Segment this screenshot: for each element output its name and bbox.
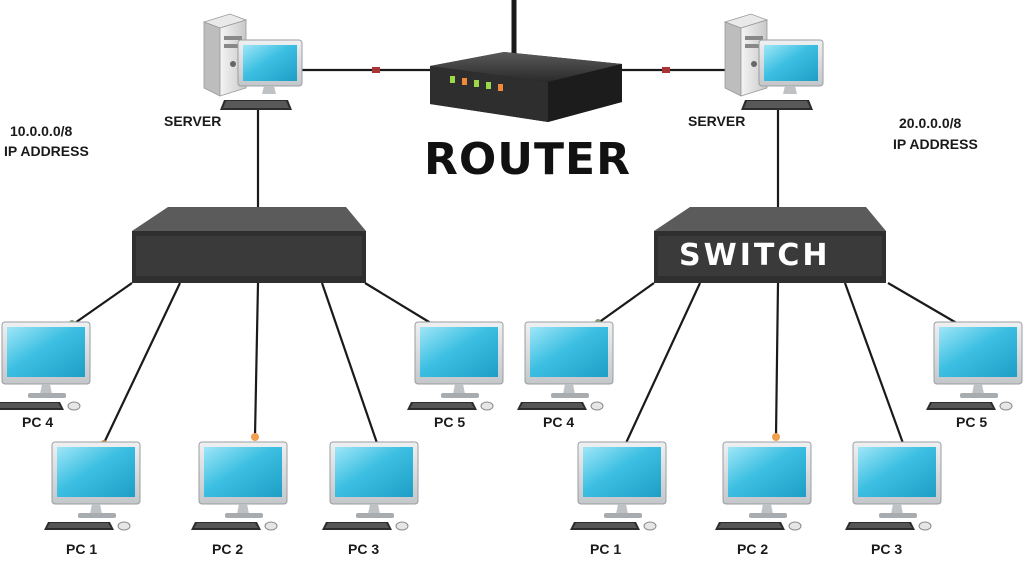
right-pc3-icon <box>844 441 942 531</box>
right-server-icon <box>724 13 824 111</box>
right-pc5-label: PC 5 <box>956 414 988 430</box>
left-pc5-icon <box>406 321 504 411</box>
right-pc2-icon <box>714 441 812 531</box>
router-leds <box>450 76 503 91</box>
cable-left-pc4 <box>71 282 133 326</box>
right-pc4-icon <box>516 321 614 411</box>
left-switch <box>132 207 366 283</box>
left-pc1-label: PC 1 <box>66 541 98 557</box>
left-pc4-label: PC 4 <box>22 414 54 430</box>
cable-right-pc5 <box>887 282 961 326</box>
cable-right-pc2 <box>774 282 780 437</box>
left-pc3-icon <box>321 441 419 531</box>
left-pc2-icon <box>190 441 288 531</box>
left-server-icon <box>203 13 303 111</box>
cables <box>71 0 961 447</box>
connector-dot <box>772 433 780 441</box>
connector-dot <box>251 433 259 441</box>
right-pc2-label: PC 2 <box>737 541 769 557</box>
left-pc2-label: PC 2 <box>212 541 244 557</box>
connector-dot <box>372 67 380 73</box>
right-ip-caption: IP ADDRESS <box>893 136 978 152</box>
right-pc5-icon <box>925 321 1023 411</box>
right-switch-label: SWITCH <box>679 238 831 273</box>
cable-left-pc2 <box>253 282 260 437</box>
cable-left-pc5 <box>364 282 435 326</box>
right-pc4-label: PC 4 <box>543 414 575 430</box>
left-ip-address: 10.0.0.0/8 <box>10 123 73 139</box>
router <box>430 52 622 122</box>
right-pc3-label: PC 3 <box>871 541 903 557</box>
left-pc4-icon <box>0 321 91 411</box>
cable-right-pc1 <box>625 282 701 444</box>
left-pc5-label: PC 5 <box>434 414 466 430</box>
connector-dot <box>662 67 670 73</box>
router-title: ROUTER <box>424 134 631 185</box>
cable-right-pc3 <box>843 282 906 447</box>
right-switch <box>654 207 886 283</box>
cable-left-pc3 <box>320 282 380 447</box>
right-pc1-icon <box>569 441 667 531</box>
right-pc1-label: PC 1 <box>590 541 622 557</box>
left-pc3-label: PC 3 <box>348 541 380 557</box>
right-ip-address: 20.0.0.0/8 <box>899 115 962 131</box>
left-ip-caption: IP ADDRESS <box>4 143 89 159</box>
right-server-label: SERVER <box>688 113 746 129</box>
cable-left-pc1 <box>103 282 181 444</box>
left-pc1-icon <box>43 441 141 531</box>
left-server-label: SERVER <box>164 113 222 129</box>
cable-right-pc4 <box>597 282 655 324</box>
